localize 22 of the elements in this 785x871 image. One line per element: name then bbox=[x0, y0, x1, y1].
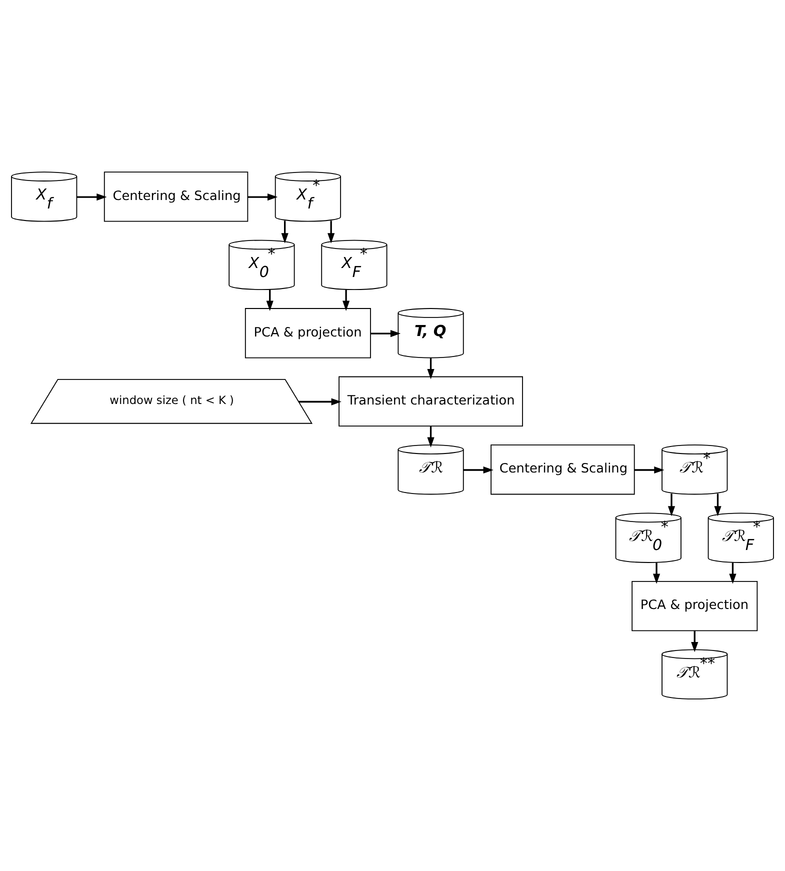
arrow bbox=[691, 630, 698, 652]
node-box: PCA & projection bbox=[632, 581, 758, 632]
arrow bbox=[714, 494, 722, 516]
arrow bbox=[370, 330, 401, 338]
arrow bbox=[634, 466, 664, 474]
arrow bbox=[298, 398, 342, 406]
node-box: PCA & projection bbox=[244, 308, 371, 358]
arrow bbox=[729, 562, 736, 584]
arrow bbox=[248, 193, 278, 201]
arrow bbox=[427, 426, 434, 448]
arrow bbox=[652, 562, 660, 584]
arrow bbox=[463, 466, 494, 474]
arrow bbox=[342, 290, 350, 311]
node-box: Centering & Scaling bbox=[490, 444, 635, 495]
arrow bbox=[266, 290, 274, 311]
node-box: Transient characterization bbox=[338, 376, 523, 426]
arrow bbox=[76, 193, 107, 201]
arrow bbox=[668, 494, 676, 516]
node-box: Centering & Scaling bbox=[104, 172, 248, 222]
arrow bbox=[427, 358, 434, 380]
arrow bbox=[328, 220, 335, 244]
arrow bbox=[281, 220, 288, 244]
